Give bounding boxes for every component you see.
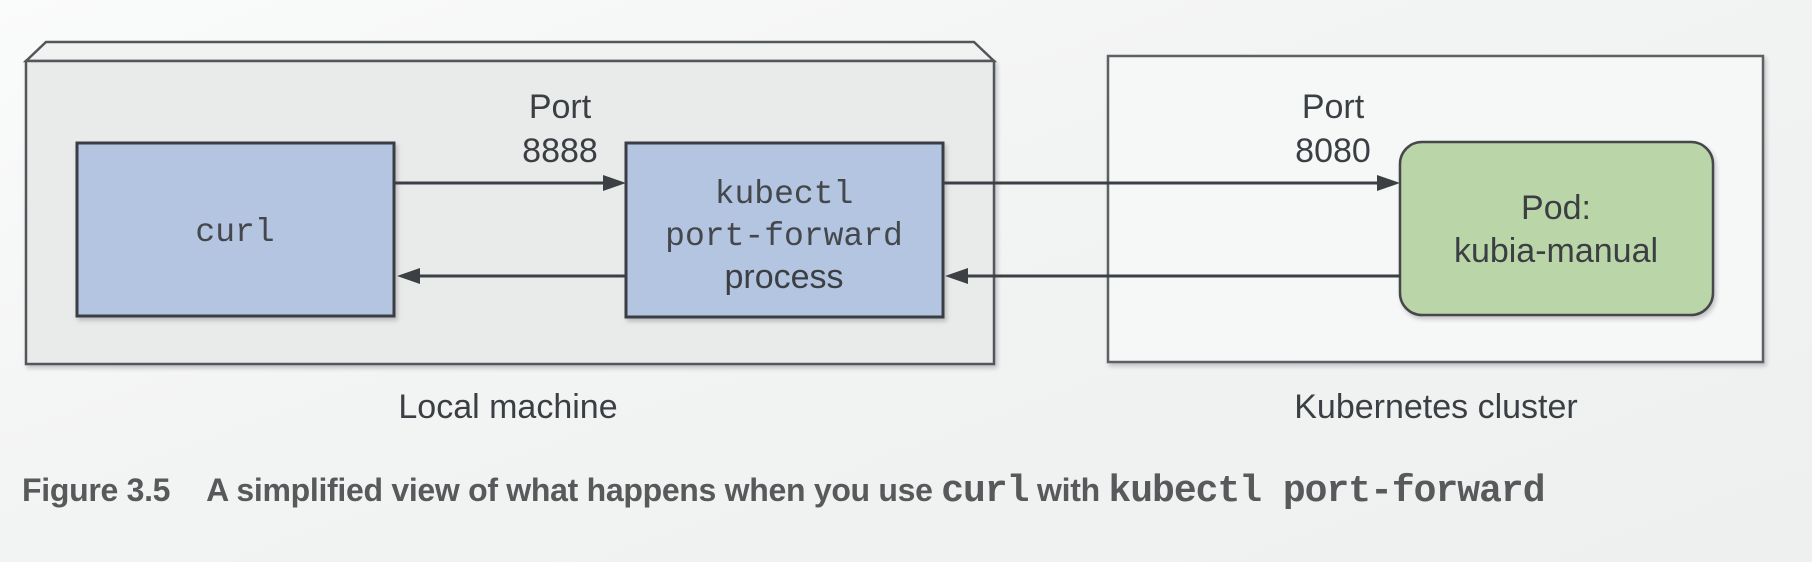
pod-label-line2: kubia-manual [1454,232,1658,270]
arrowhead-left-icon [945,268,968,284]
port-8888-label-line1: Port [529,88,592,126]
pod-label-line1: Pod: [1521,189,1591,227]
local-machine-label: Local machine [398,388,617,426]
figure-number: Figure 3.5 [22,472,171,508]
kubectl-label-line1: kubectl [715,176,854,213]
caption-text-1: A simplified view of what happens when y… [206,472,942,508]
arrowhead-right-icon [1377,175,1400,191]
arrow-kubectl-to-curl [397,268,626,284]
curl-box [75,141,396,318]
arrow-curl-to-kubectl [394,175,626,191]
caption-text-2: with [1028,472,1109,508]
arrow-pod-to-kubectl [945,268,1400,284]
port-8080-label-line2: 8080 [1295,132,1371,170]
kubectl-label-line3: process [724,258,843,296]
local-machine-top-face [22,40,998,63]
curl-label: curl [195,214,274,251]
diagram-canvas: Port 8888 Port 8080 curl kubectl port-fo… [22,40,1765,426]
arrowhead-right-icon [603,175,626,191]
pod-box [1398,140,1715,317]
kubectl-label-line2: port-forward [665,218,903,255]
caption-code-curl: curl [941,470,1029,513]
port-8080-label-line1: Port [1302,88,1365,126]
port-8888-label-line2: 8888 [522,132,598,170]
kubernetes-cluster-label: Kubernetes cluster [1294,388,1578,426]
arrow-kubectl-to-pod [943,175,1400,191]
figure-caption: Figure 3.5 A simplified view of what hap… [22,470,1802,513]
kubectl-port-forward-box [624,141,945,319]
arrowhead-left-icon [397,268,420,284]
caption-code-kubectl-port-forward: kubectl port-forward [1108,470,1545,513]
